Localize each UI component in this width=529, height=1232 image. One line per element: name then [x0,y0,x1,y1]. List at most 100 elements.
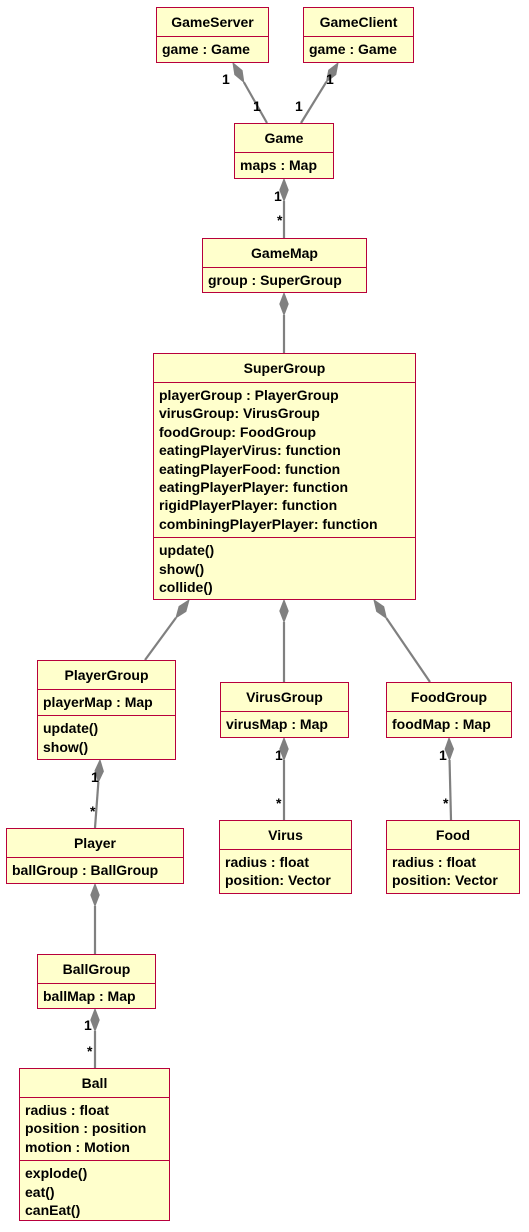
attributes-section: virusMap : Map [221,711,348,737]
multiplicity-label: 1 [295,98,303,114]
attribute: virusGroup: VirusGroup [159,405,320,422]
class-virus[interactable]: Virus radius : float position: Vector [219,820,352,894]
attribute: game : Game [162,41,250,57]
methods-section: update() show() [38,715,175,760]
class-virusgroup[interactable]: VirusGroup virusMap : Map [220,682,349,738]
method: show() [159,560,205,577]
composition-edge-game_map-super_group [279,291,289,353]
class-name: Food [435,827,471,843]
attribute: combiningPlayerPlayer: function [159,515,378,532]
class-gameserver[interactable]: GameServer game : Game [156,7,269,63]
attribute: radius : float [392,854,477,870]
class-game[interactable]: Game maps : Map [234,123,334,179]
multiplicity-label: 1 [274,188,282,204]
class-name: VirusGroup [246,689,323,705]
multiplicity-label: 1 [91,769,99,785]
class-gameclient[interactable]: GameClient game : Game [303,7,414,63]
class-playergroup[interactable]: PlayerGroup playerMap : Map update() sho… [37,660,176,760]
composition-edge-super_group-virus_group [279,598,289,682]
composition-edge-super_group-player_group [144,598,190,661]
composition-edge-food_group-food [444,736,455,821]
attributes-section: radius : float position: Vector [387,849,519,894]
composition-edge-ball_group-ball [90,1007,100,1068]
attributes-section: radius : float position : position motio… [20,1097,169,1160]
class-name: PlayerGroup [64,667,149,683]
class-food[interactable]: Food radius : float position: Vector [386,820,520,894]
attribute: eatingPlayerPlayer: function [159,479,349,496]
composition-edge-player-ball_group [90,882,100,954]
attribute: maps : Map [240,157,318,173]
composition-diamond-icon [94,758,104,784]
edge-line [300,81,328,124]
multiplicity-label: 1 [326,71,334,87]
attribute: playerGroup : PlayerGroup [159,387,339,403]
composition-edge-player_group-player [93,758,104,829]
edge-line [144,617,177,661]
attribute: playerMap : Map [43,694,153,710]
multiplicity-label: * [90,803,96,819]
class-name: GameClient [319,14,398,30]
composition-diamond-icon [279,736,289,762]
method: explode() [25,1165,88,1182]
attributes-section: playerGroup : PlayerGroup virusGroup: Vi… [154,382,415,537]
attribute: position: Vector [225,872,331,889]
attributes-section: game : Game [157,36,268,62]
method: update() [159,542,215,559]
class-name: BallGroup [62,961,131,977]
multiplicity-label: 1 [84,1017,92,1033]
composition-diamond-icon [90,1007,100,1033]
composition-diamond-icon [279,177,289,203]
composition-diamond-icon [373,598,388,620]
composition-edge-super_group-food_group [373,598,431,683]
multiplicity-label: * [277,212,283,228]
methods-section: explode() eat() canEat() [20,1160,169,1223]
multiplicity-label: 1 [439,747,447,763]
multiplicity-label: 1 [275,747,283,763]
attribute: foodGroup: FoodGroup [159,423,317,440]
composition-edge-game_server-game [232,61,268,124]
multiplicity-label: * [443,795,449,811]
multiplicity-label: 1 [253,98,261,114]
class-ballgroup[interactable]: BallGroup ballMap : Map [37,954,156,1009]
attribute: radius : float [25,1102,110,1118]
methods-section: update() show() collide() [154,537,415,600]
composition-diamond-icon [90,882,100,908]
composition-diamond-icon [325,61,339,83]
composition-diamond-icon [232,61,245,84]
method: eat() [25,1183,55,1200]
attribute: group : SuperGroup [208,272,342,288]
attribute: ballMap : Map [43,988,136,1004]
attributes-section: playerMap : Map [38,689,175,715]
attributes-section: game : Game [304,36,413,62]
attribute: eatingPlayerFood: function [159,460,341,477]
class-foodgroup[interactable]: FoodGroup foodMap : Map [386,682,512,738]
attribute: game : Game [309,41,397,57]
class-gamemap[interactable]: GameMap group : SuperGroup [202,238,367,293]
method: collide() [159,579,213,596]
edge-line [93,781,100,829]
class-player[interactable]: Player ballGroup : BallGroup [6,828,184,884]
composition-diamond-icon [444,736,455,762]
attribute: position: Vector [392,872,498,889]
composition-edge-game-game_map [279,177,289,238]
attribute: motion : Motion [25,1138,130,1155]
multiplicity-label: * [276,795,282,811]
composition-diamond-icon [175,598,190,619]
class-supergroup[interactable]: SuperGroup playerGroup : PlayerGroup vir… [153,353,416,600]
attributes-section: ballGroup : BallGroup [7,857,183,883]
attributes-section: foodMap : Map [387,711,511,737]
class-name: Player [73,835,117,851]
attribute: eatingPlayerVirus: function [159,442,341,459]
method: show() [43,738,89,755]
attribute: position : position [25,1120,147,1137]
class-ball[interactable]: Ball radius : float position : position … [19,1068,170,1221]
class-name: Game [264,130,304,146]
class-name: Virus [268,827,303,843]
method: canEat() [25,1202,81,1219]
attribute: foodMap : Map [392,716,491,732]
attribute: radius : float [225,854,310,870]
multiplicity-label: 1 [222,71,230,87]
attributes-section: radius : float position: Vector [220,849,351,894]
edge-line [385,617,431,683]
class-name: GameServer [171,14,254,30]
